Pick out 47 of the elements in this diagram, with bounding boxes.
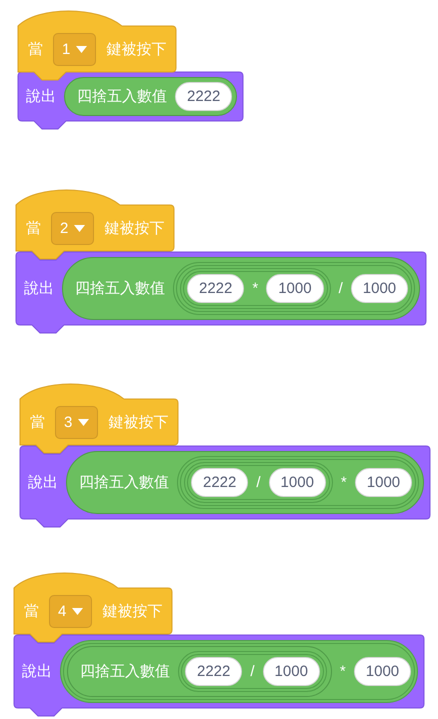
block-label: 四捨五入數值 bbox=[77, 87, 167, 106]
operator-block bbox=[180, 268, 331, 309]
say-block bbox=[20, 446, 430, 527]
key-dropdown: 2 bbox=[51, 212, 94, 244]
number-field: 2222 bbox=[191, 468, 248, 497]
block-label: 說出 bbox=[24, 279, 54, 298]
key-dropdown: 1 bbox=[53, 32, 96, 66]
number-field: 1000 bbox=[354, 468, 412, 497]
key-dropdown: 3 bbox=[55, 406, 98, 438]
operator-symbol: / bbox=[250, 663, 255, 680]
number-field: 1000 bbox=[350, 274, 408, 303]
operator-block bbox=[177, 456, 420, 509]
operator-block bbox=[173, 262, 416, 315]
block-label: 鍵被按下 bbox=[106, 40, 166, 58]
operator-symbol: / bbox=[256, 474, 261, 491]
block-label: 說出 bbox=[22, 662, 52, 681]
number-field: 1000 bbox=[266, 274, 324, 303]
block-label: 四捨五入數值 bbox=[80, 662, 170, 681]
say-block bbox=[18, 72, 244, 129]
block-label: 當 bbox=[24, 602, 39, 620]
operator-block bbox=[178, 651, 327, 692]
block-label: 說出 bbox=[26, 87, 56, 106]
block-label: 當 bbox=[28, 40, 43, 58]
operator-symbol: * bbox=[340, 474, 347, 491]
block-label: 四捨五入數值 bbox=[79, 473, 169, 492]
round-block bbox=[64, 77, 238, 116]
operator-symbol: * bbox=[340, 663, 346, 680]
number-field: 1000 bbox=[354, 657, 412, 686]
operator-block bbox=[184, 462, 333, 503]
operator-symbol: / bbox=[338, 280, 343, 297]
say-block bbox=[14, 635, 424, 716]
number-field: 2222 bbox=[187, 274, 244, 303]
block-label: 四捨五入數值 bbox=[75, 279, 165, 298]
number-field: 1000 bbox=[268, 468, 326, 497]
number-field: 2222 bbox=[185, 657, 242, 686]
block-label: 鍵被按下 bbox=[104, 218, 164, 238]
block-label: 說出 bbox=[28, 473, 58, 492]
round-block bbox=[67, 646, 332, 697]
say-block bbox=[16, 252, 426, 333]
block-label: 鍵被按下 bbox=[108, 412, 168, 432]
block-label: 當 bbox=[26, 218, 41, 238]
block-label: 當 bbox=[30, 412, 45, 432]
number-field: 1000 bbox=[262, 657, 320, 686]
operator-symbol: * bbox=[252, 280, 258, 297]
number-field: 2222 bbox=[175, 82, 232, 111]
key-dropdown: 4 bbox=[49, 594, 92, 628]
block-label: 鍵被按下 bbox=[102, 602, 162, 620]
